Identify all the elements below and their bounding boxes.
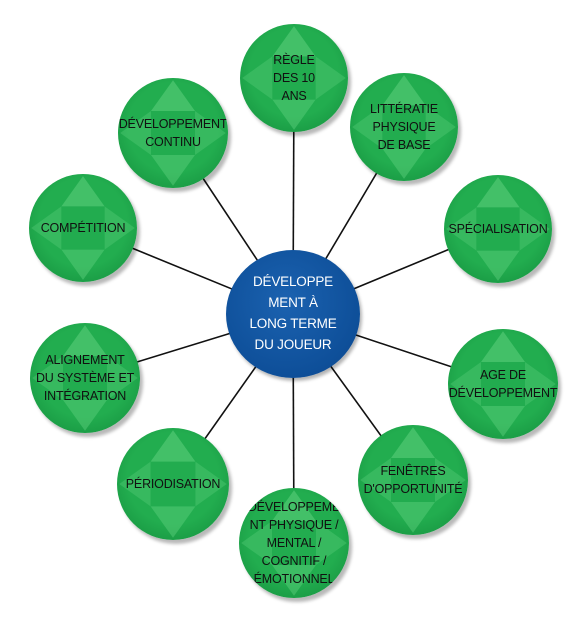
node-label: RÈGLE DES 10 ANS: [273, 52, 315, 104]
node-bevel: [352, 75, 456, 179]
node-bevel: [241, 490, 347, 596]
node-alignement-systeme: ALIGNEMENT DU SYSTÈME ET INTÉGRATION: [30, 323, 140, 433]
node-label: FENÊTRES D'OPPORTUNITÉ: [363, 463, 463, 496]
node-label: COMPÉTITION: [40, 220, 126, 235]
node-label: DÉVELOPPEME NT PHYSIQUE / MENTAL / COGNI…: [247, 499, 341, 587]
node-label: DÉVELOPPEMENT CONTINU: [118, 116, 228, 149]
node-bevel: [31, 176, 135, 280]
node-bevel: [119, 430, 227, 538]
node-developpement-physique: DÉVELOPPEME NT PHYSIQUE / MENTAL / COGNI…: [239, 488, 349, 598]
node-label: SPÉCIALISATION: [448, 221, 548, 236]
node-label: AGE DE DÉVELOPPEMENT: [448, 367, 558, 400]
node-developpement-continu: DÉVELOPPEMENT CONTINU: [118, 78, 228, 188]
node-bevel: [120, 80, 226, 186]
center-label: DÉVELOPPE MENT À LONG TERME DU JOUEUR: [249, 274, 337, 352]
node-label: PÉRIODISATION: [125, 476, 221, 491]
center-node: DÉVELOPPE MENT À LONG TERME DU JOUEUR: [226, 250, 360, 378]
node-competition: COMPÉTITION: [29, 174, 137, 282]
node-age-developpement: AGE DE DÉVELOPPEMENT: [448, 329, 558, 439]
node-bevel: [32, 325, 138, 431]
node-specialisation: SPÉCIALISATION: [444, 175, 552, 283]
node-fenetres-opportunite: FENÊTRES D'OPPORTUNITÉ: [358, 425, 468, 535]
node-bevel: [450, 331, 556, 437]
node-label: ALIGNEMENT DU SYSTÈME ET INTÉGRATION: [35, 352, 135, 404]
node-bevel: [360, 427, 466, 533]
node-bevel: [242, 26, 346, 130]
node-periodisation: PÉRIODISATION: [117, 428, 229, 540]
node-label: LITTÉRATIE PHYSIQUE DE BASE: [370, 101, 438, 153]
node-litteratie-physique: LITTÉRATIE PHYSIQUE DE BASE: [350, 73, 458, 181]
node-bevel: [446, 177, 550, 281]
node-regle-10-ans: RÈGLE DES 10 ANS: [240, 24, 348, 132]
